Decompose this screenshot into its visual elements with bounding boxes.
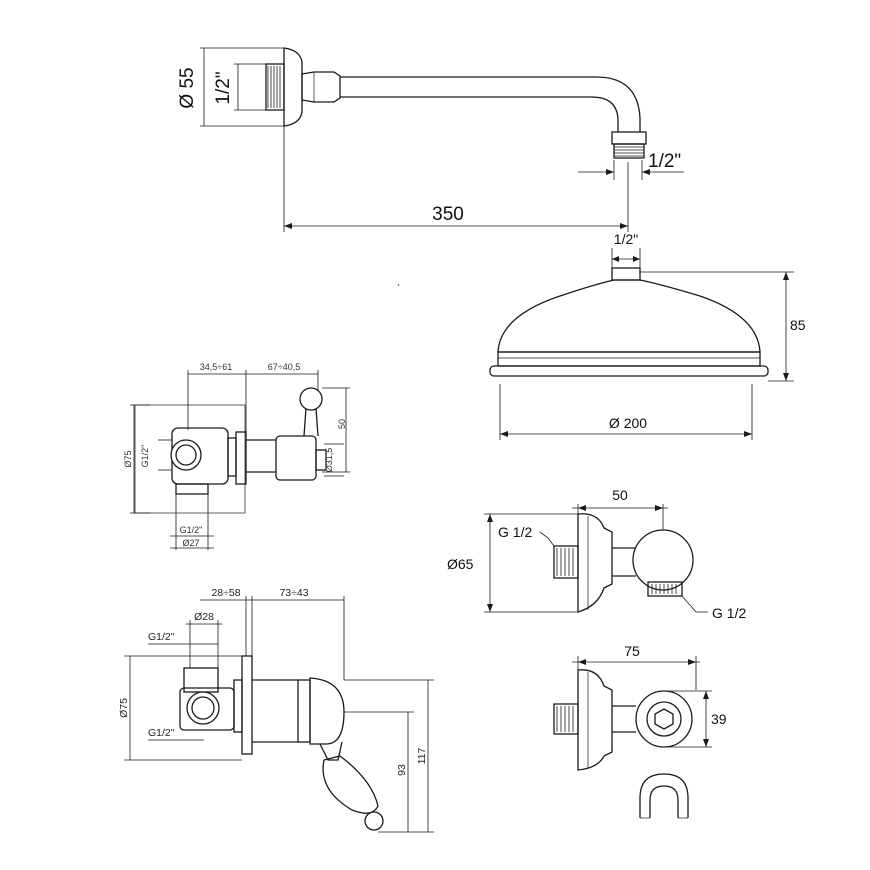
valve-top-outline [134,404,246,514]
valve-top-flange-label: Ø75 [123,450,133,467]
arm-collar [301,71,341,103]
shower-arm-drawing: Ø 55 1/2" 350 1/2" [177,47,684,232]
valve-bottom-body-diameter-label: Ø28 [194,611,214,623]
valve-bottom-flange-label: Ø75 [118,698,130,718]
head-height-label: 85 [790,317,806,333]
valve-bottom-ring [233,679,243,733]
connector-outlet-thread-label: G 1/2 [712,605,746,621]
arm-outlet-thread [613,143,645,159]
arm-wall-thread-label: 1/2" [213,71,234,104]
valve-bottom-lever-reach-label: 73÷43 [279,587,308,599]
arm-thread-hatch [267,66,281,108]
arm-tube-top [340,76,641,132]
valve-bottom-lever-neck [319,741,343,761]
valve-bottom-lever [322,755,379,814]
valve-bottom-body [179,687,235,731]
shower-head-drawing: 1/2" 85 Ø 200 [489,231,806,440]
wall-connector-drawing: 50 G 1/2 G 1/2 Ø65 [447,487,746,621]
holder-ball-inner [646,701,682,737]
head-inlet-thread [611,267,641,281]
valve-bottom-cap-ring [297,679,311,743]
valve-top-outlet-thread-label: G1/2" [180,525,203,535]
valve-top-bottom-port [175,483,209,495]
arm-outlet-thread-hatch [614,146,644,157]
valve-top-stem-diameter-label: Ø31,5 [324,448,334,473]
valve-bottom-cap [309,677,345,745]
arm-wall-thread [265,63,285,111]
head-rim [489,365,769,377]
holder-hook [639,773,689,818]
stray-mark [397,283,400,287]
valve-top-depth-label: 34,5÷61 [200,362,232,372]
arm-flange-diameter-label: Ø 55 [177,67,198,108]
valve-top-handle-reach-label: 67÷40,5 [268,362,300,372]
arm-tube-bottom [340,96,619,132]
valve-bottom-plate [241,655,253,755]
holder-hook-inner [649,785,679,818]
connector-flange-diameter-label: Ø65 [447,556,474,572]
head-inlet-thread-label: 1/2" [614,231,638,247]
valve-top-handle-body [275,435,317,481]
arm-outlet-thread-label: 1/2" [648,151,681,172]
arm-length-label: 350 [432,204,464,225]
valve-top-ring [227,437,237,477]
arm-flange [283,47,303,127]
leader-connector-inlet [539,531,555,547]
valve-bottom-lever-tip [364,811,384,831]
connector-inlet-thread [553,545,579,579]
valve-bottom-lever-drop-label: 93 [396,764,408,776]
holder-flange [577,669,613,771]
valve-bottom-thread-bottom-label: G1/2" [148,727,175,739]
connector-holder-drawing: 75 39 [553,643,727,819]
valve-top-height-label: 50 [337,419,347,429]
leader-connector-outlet [681,595,708,613]
valve-top-drawing: 34,5÷61 67÷40,5 50 Ø75 G1/2" Ø31,5 G1/2"… [123,362,350,550]
valve-bottom-thread-top-label: G1/2" [148,631,175,643]
valve-top-handle-stem [303,407,319,437]
head-diameter-label: Ø 200 [609,415,647,431]
valve-top-handle-tip [315,449,327,471]
valve-bottom-total-drop-label: 117 [416,747,428,764]
connector-flange [577,513,613,613]
connector-ball [632,529,694,591]
head-body-band [497,351,761,367]
arm-outlet-nut [611,131,647,145]
connector-inlet-thread-label: G 1/2 [498,524,532,540]
holder-ball [635,690,693,748]
connector-outlet-thread-hatch [651,584,677,594]
head-dome [497,279,761,353]
valve-top-handle-knob [299,387,323,411]
holder-inlet-thread-hatch [556,706,574,732]
connector-outlet-thread [647,581,683,597]
valve-top-plate [235,431,247,485]
holder-height-label: 39 [711,711,727,727]
valve-bottom-depth-label: 28÷58 [211,587,240,599]
holder-inlet-thread [553,703,579,735]
valve-top-outlet-diameter-label: Ø27 [182,538,199,548]
holder-hex-socket [654,708,674,730]
valve-top-side-thread-label: G1/2" [140,445,150,468]
connector-depth-label: 50 [612,487,628,503]
valve-bottom-drawing: 28÷58 73÷43 Ø28 G1/2" G1/2" Ø75 93 117 [118,587,434,833]
holder-width-label: 75 [624,643,640,659]
connector-inlet-thread-hatch [556,548,574,576]
